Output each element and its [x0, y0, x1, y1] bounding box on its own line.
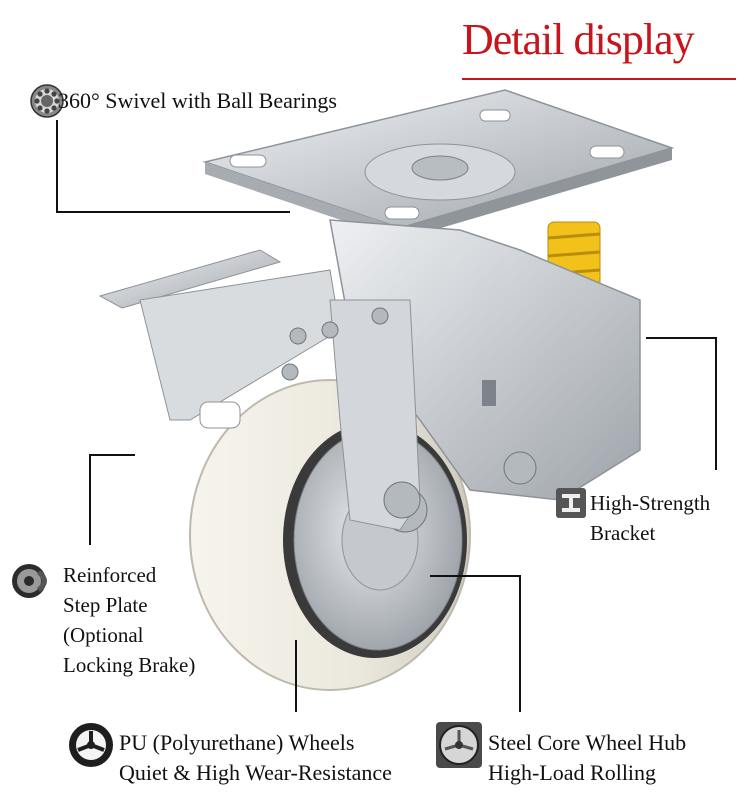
bracket-label-line-2: Bracket [590, 521, 656, 545]
ball-bearing-icon [30, 84, 64, 118]
bracket-label-line-1: High-Strength [590, 491, 711, 515]
callout-plate-line [89, 454, 135, 545]
wheel-label-line-1: PU (Polyurethane) Wheels [119, 730, 355, 755]
step-plate-line-3: (Optional [63, 623, 144, 647]
title-underline [462, 78, 736, 80]
brake-disc-icon [12, 564, 47, 598]
wheel-label: PU (Polyurethane) Wheels Quiet & High We… [119, 728, 392, 788]
step-plate-label: Reinforced Step Plate (Optional Locking … [63, 560, 195, 680]
bracket-fork [281, 219, 641, 531]
callout-hub-line [430, 575, 521, 712]
bracket-label: High-Strength Bracket [590, 488, 710, 548]
pu-wheel-icon [69, 723, 113, 767]
top-mount-plate [202, 89, 675, 240]
swivel-label: 360° Swivel with Ball Bearings [58, 88, 337, 113]
step-plate-line-2: Step Plate [63, 593, 148, 617]
step-plate-line-4: Locking Brake) [63, 653, 196, 677]
brake-step-plate [98, 249, 341, 429]
step-plate-line-1: Reinforced [63, 563, 157, 587]
hub-label-line-1: Steel Core Wheel Hub [488, 730, 687, 755]
i-beam-icon [556, 488, 586, 518]
page-title: Detail display [462, 15, 695, 64]
callout-swivel-line [56, 120, 290, 213]
steel-hub-icon [436, 722, 482, 768]
callout-bracket-line [646, 337, 717, 470]
callout-lines [56, 120, 717, 712]
hub-label: Steel Core Wheel Hub High-Load Rolling [488, 728, 686, 788]
hub-label-line-2: High-Load Rolling [488, 760, 657, 785]
wheel-label-line-2: Quiet & High Wear-Resistance [119, 760, 392, 785]
